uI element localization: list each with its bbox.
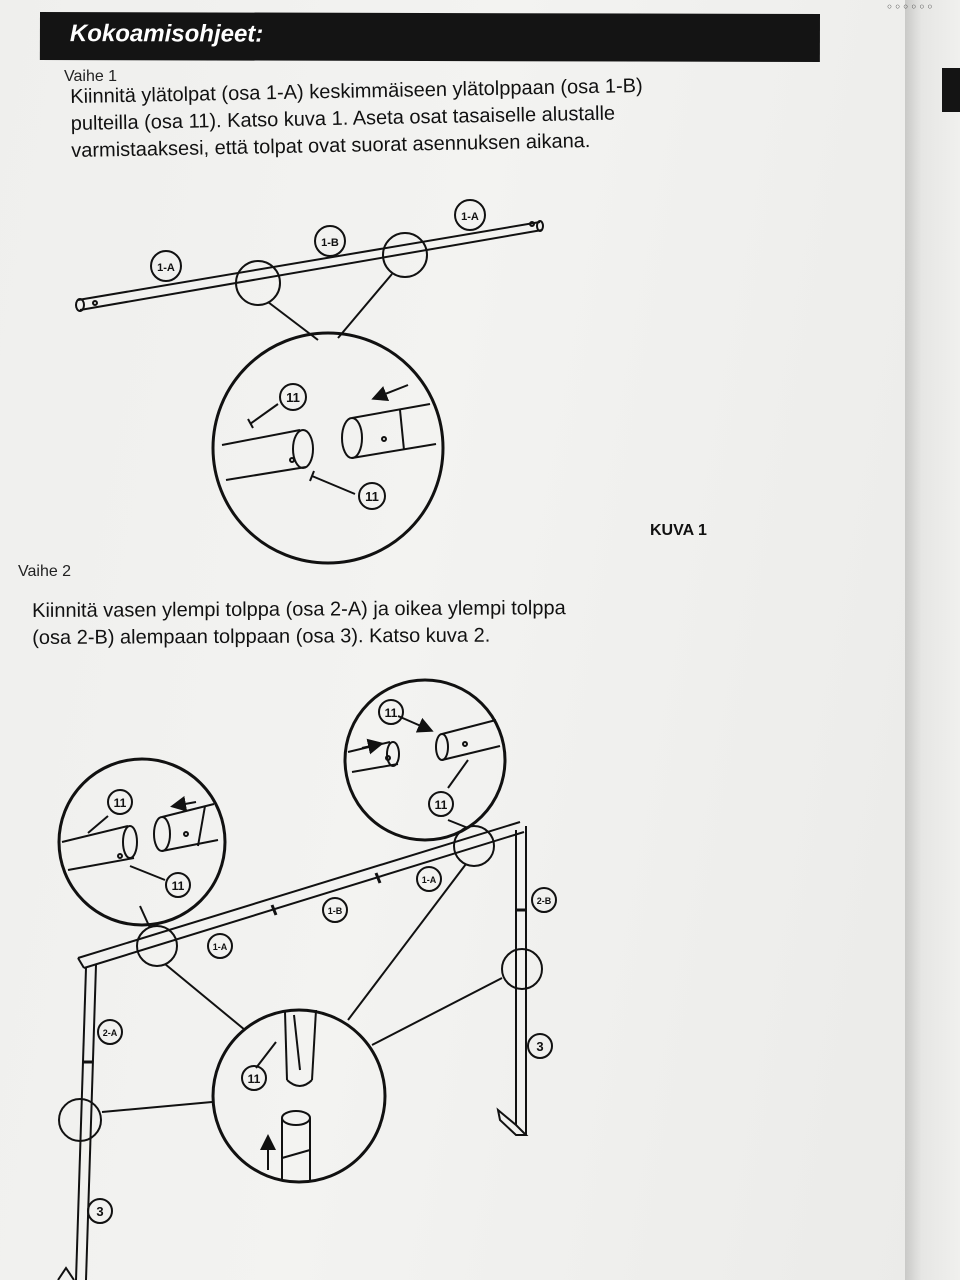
next-page-marks: ◦◦◦◦◦◦ bbox=[886, 0, 935, 14]
figure1-callouts: 1-A 1-B 1-A 11 11 bbox=[150, 199, 486, 510]
svg-text:1-B: 1-B bbox=[321, 237, 339, 249]
bolt-top-icon bbox=[247, 403, 279, 429]
svg-text:11: 11 bbox=[435, 798, 448, 812]
detail-circle-top-left bbox=[57, 757, 227, 927]
bolt-bottom-icon bbox=[309, 470, 356, 495]
figure1-caption: KUVA 1 bbox=[650, 522, 707, 539]
svg-text:1-A: 1-A bbox=[461, 211, 479, 223]
callout-1a-left: 1-A bbox=[150, 250, 182, 282]
svg-text:11: 11 bbox=[385, 706, 398, 720]
callout-2a: 2-A bbox=[97, 1019, 123, 1045]
step1-label: Vaihe 1 bbox=[64, 68, 118, 85]
callout-11-tl-a: 11 bbox=[107, 789, 133, 815]
next-page-edge bbox=[905, 0, 960, 1280]
svg-text:11: 11 bbox=[114, 796, 127, 810]
svg-text:3: 3 bbox=[96, 1204, 103, 1219]
top-pole-assembly bbox=[75, 220, 544, 312]
callout-1b-bar: 1-B bbox=[322, 897, 348, 923]
svg-text:3: 3 bbox=[536, 1039, 543, 1054]
detail-circle-top-right bbox=[343, 678, 507, 842]
callout-11-tr-a: 11 bbox=[378, 699, 404, 725]
callout-3-right: 3 bbox=[527, 1033, 553, 1059]
step2-label: Vaihe 2 bbox=[18, 563, 72, 580]
callout-3-left: 3 bbox=[87, 1198, 113, 1224]
callout-1a-bar-left: 1-A bbox=[207, 933, 233, 959]
svg-text:1-A: 1-A bbox=[157, 262, 175, 274]
svg-text:1-B: 1-B bbox=[328, 906, 343, 916]
joint-marker-left-top bbox=[136, 925, 178, 967]
svg-text:2-B: 2-B bbox=[537, 896, 552, 906]
callout-1a-bar-right: 1-A bbox=[416, 866, 442, 892]
joint-detail-marker-left bbox=[235, 260, 281, 306]
svg-text:1-A: 1-A bbox=[422, 875, 437, 885]
bottom-detail-tubes bbox=[281, 1009, 317, 1180]
goal-left-post bbox=[57, 964, 97, 1280]
next-page-header-tab bbox=[942, 68, 960, 112]
callout-11-bottom-detail: 11 bbox=[241, 1065, 267, 1091]
callout-1a-right: 1-A bbox=[454, 199, 486, 231]
bolt-detail-circle bbox=[211, 331, 445, 565]
goal-crossbar bbox=[77, 821, 525, 969]
detail-circle-bottom bbox=[211, 1008, 387, 1184]
joint-marker-right-top bbox=[453, 825, 495, 867]
svg-text:11: 11 bbox=[248, 1072, 261, 1086]
callout-2b: 2-B bbox=[531, 887, 557, 913]
detail-tubes bbox=[221, 403, 437, 481]
callout-11-tr-b: 11 bbox=[428, 791, 454, 817]
figure2-diagram bbox=[57, 678, 543, 1280]
svg-text:2-A: 2-A bbox=[103, 1028, 118, 1038]
manual-page bbox=[0, 0, 915, 1280]
callout-11-bottom: 11 bbox=[358, 482, 386, 510]
svg-text:11: 11 bbox=[286, 390, 300, 405]
svg-text:11: 11 bbox=[365, 489, 379, 504]
top-left-detail-tubes bbox=[61, 803, 219, 871]
figure1-diagram bbox=[75, 220, 544, 565]
goal-right-post bbox=[496, 826, 529, 1136]
joint-marker-left-low bbox=[58, 1098, 102, 1142]
joint-marker-right-mid bbox=[501, 948, 543, 990]
svg-text:11: 11 bbox=[172, 879, 185, 893]
callout-11-top: 11 bbox=[279, 383, 307, 411]
svg-text:1-A: 1-A bbox=[213, 942, 228, 952]
callout-1b: 1-B bbox=[314, 225, 346, 257]
joint-detail-marker-right bbox=[382, 232, 428, 278]
figure2-callouts: 11 11 11 11 1-A 1-B 1-A 2-A bbox=[87, 699, 557, 1224]
callout-11-tl-b: 11 bbox=[165, 872, 191, 898]
